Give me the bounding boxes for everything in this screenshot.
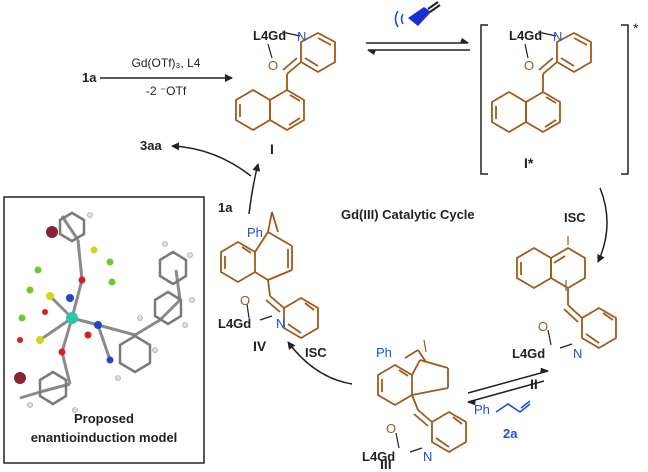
intermediate-IV xyxy=(220,211,319,340)
loss-label: -2 ⁻OTf xyxy=(146,84,187,98)
naphthalene-ring-a-I xyxy=(269,88,305,132)
arrow-isc-left xyxy=(287,341,353,385)
pyridine-ring-I-star xyxy=(556,31,592,74)
intermediate-I-star xyxy=(491,31,592,134)
label-I: I xyxy=(270,141,274,157)
model-caption-line2: enantioinduction model xyxy=(31,430,178,445)
arrow-III-to-II xyxy=(467,367,549,394)
ph-IV: Ph xyxy=(247,225,263,240)
model-caption-line1: Proposed xyxy=(74,411,134,426)
gd-label-IV: L4Gd xyxy=(218,316,251,331)
arrow-isc-right xyxy=(597,187,608,263)
pyridine-ring-I xyxy=(300,31,336,74)
gd-label-I: L4Gd xyxy=(253,28,286,43)
step-1a-to-I: 1a Gd(OTf)₃, L4 -2 ⁻OTf xyxy=(82,56,233,98)
isc-right-label: ISC xyxy=(564,210,586,225)
arrow-II-to-III xyxy=(467,380,545,406)
n-atom-I-star: N xyxy=(553,29,562,44)
n-atom-II: N xyxy=(573,346,582,361)
product-3aa-label: 3aa xyxy=(140,138,162,153)
intermediate-III xyxy=(377,339,467,454)
o-atom-I: O xyxy=(268,58,278,73)
n-atom-III: N xyxy=(423,449,432,464)
light-source-icon xyxy=(394,1,441,28)
ph-III: Ph xyxy=(376,345,392,360)
o-atom-III: O xyxy=(386,421,396,436)
isc-left-label: ISC xyxy=(305,345,327,360)
label-I-star: I* xyxy=(524,155,534,171)
styrene-structure xyxy=(495,403,531,413)
o-atom-IV: O xyxy=(240,293,250,308)
brackets-I-star xyxy=(480,24,629,175)
photo-excitation xyxy=(366,1,470,55)
gd-label-II: L4Gd xyxy=(512,346,545,361)
gd-label-I-star: L4Gd xyxy=(509,28,542,43)
o-atom-II: O xyxy=(538,319,548,334)
cycle-title: Gd(III) Catalytic Cycle xyxy=(341,207,475,222)
styrene-label-2a: 2a xyxy=(503,426,518,441)
styrene-ph: Ph xyxy=(474,402,490,417)
arrow-product-release xyxy=(171,142,252,177)
gd-label-III: L4Gd xyxy=(362,449,395,464)
intermediate-I xyxy=(235,31,336,132)
enantioinduction-model-image xyxy=(14,211,195,413)
arrow-IV-to-I xyxy=(248,163,261,215)
intermediate-II xyxy=(516,236,617,350)
o-atom-I-star: O xyxy=(524,58,534,73)
excited-star: * xyxy=(633,20,639,36)
n-atom-I: N xyxy=(297,29,306,44)
naphthalene-ring-b-I xyxy=(235,88,271,132)
reagent-label: Gd(OTf)₃, L4 xyxy=(132,56,201,70)
n-atom-IV: N xyxy=(276,316,285,331)
reentry-1a-label: 1a xyxy=(218,200,233,215)
reactant-1a-label: 1a xyxy=(82,70,97,85)
model-box xyxy=(3,196,205,464)
label-III: III xyxy=(380,456,392,472)
label-IV: IV xyxy=(253,338,267,354)
